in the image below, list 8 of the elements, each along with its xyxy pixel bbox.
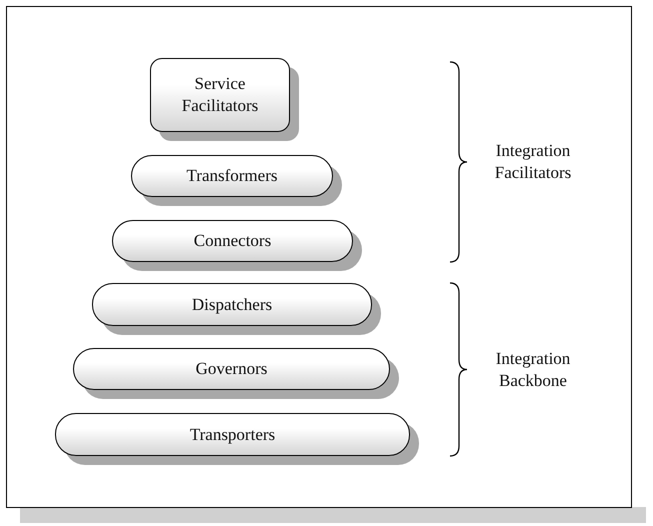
box-label: Governors [196, 358, 268, 380]
box-label: Connectors [194, 230, 272, 252]
group-label: Integration Backbone [494, 348, 572, 392]
box-label: Service Facilitators [180, 73, 260, 117]
group-label: Integration Facilitators [494, 140, 572, 184]
box-label: Dispatchers [192, 294, 272, 316]
box-label: Transporters [190, 424, 276, 446]
box-label: Transformers [186, 165, 278, 187]
